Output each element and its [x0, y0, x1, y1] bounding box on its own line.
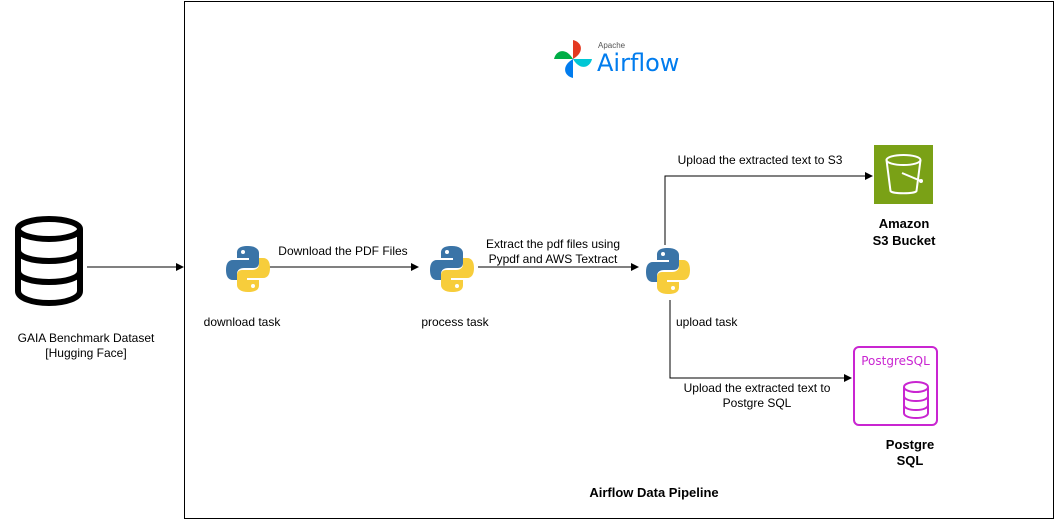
edge-label-to-postgres-line2: Postgre SQL: [722, 396, 792, 410]
s3-label-line2: S3 Bucket: [872, 233, 936, 248]
edge-label-extract-line1: Extract the pdf files using: [485, 237, 621, 251]
bucket-icon: [885, 154, 923, 195]
postgres-label-line1: Postgre: [885, 437, 935, 452]
download-task-label: download task: [203, 315, 281, 329]
pipeline-frame: [184, 1, 1054, 519]
edge-label-to-postgres-line1: Upload the extracted text to: [683, 381, 831, 395]
airflow-logo-small: Apache: [598, 41, 626, 50]
python-icon: [646, 248, 690, 294]
airflow-logo-text: Airflow: [597, 49, 680, 77]
database-icon: [15, 216, 83, 307]
upload-task-label: upload task: [676, 315, 738, 329]
edge-upload-to-postgres: [669, 300, 852, 382]
postgres-label-line2: SQL: [896, 453, 924, 468]
python-icon: [430, 246, 474, 292]
edge-label-download: Download the PDF Files: [278, 244, 408, 258]
python-icon: [226, 246, 270, 292]
s3-bucket-tile: [874, 145, 933, 204]
s3-label-line1: Amazon: [878, 216, 930, 231]
source-label-line2: [Hugging Face]: [45, 346, 127, 360]
diagram-title: Airflow Data Pipeline: [589, 485, 719, 500]
postgres-db-icon: [903, 381, 929, 420]
postgres-icon-text: PostgreSQL: [861, 354, 930, 368]
source-label-line1: GAIA Benchmark Dataset: [17, 331, 155, 345]
postgres-tile: PostgreSQL: [853, 346, 938, 426]
airflow-pinwheel-icon: [554, 40, 592, 78]
edge-upload-to-s3: [664, 172, 873, 245]
edge-label-extract-line2: Pypdf and AWS Textract: [488, 252, 618, 266]
edge-label-to-s3: Upload the extracted text to S3: [677, 153, 843, 167]
process-task-label: process task: [421, 315, 489, 329]
